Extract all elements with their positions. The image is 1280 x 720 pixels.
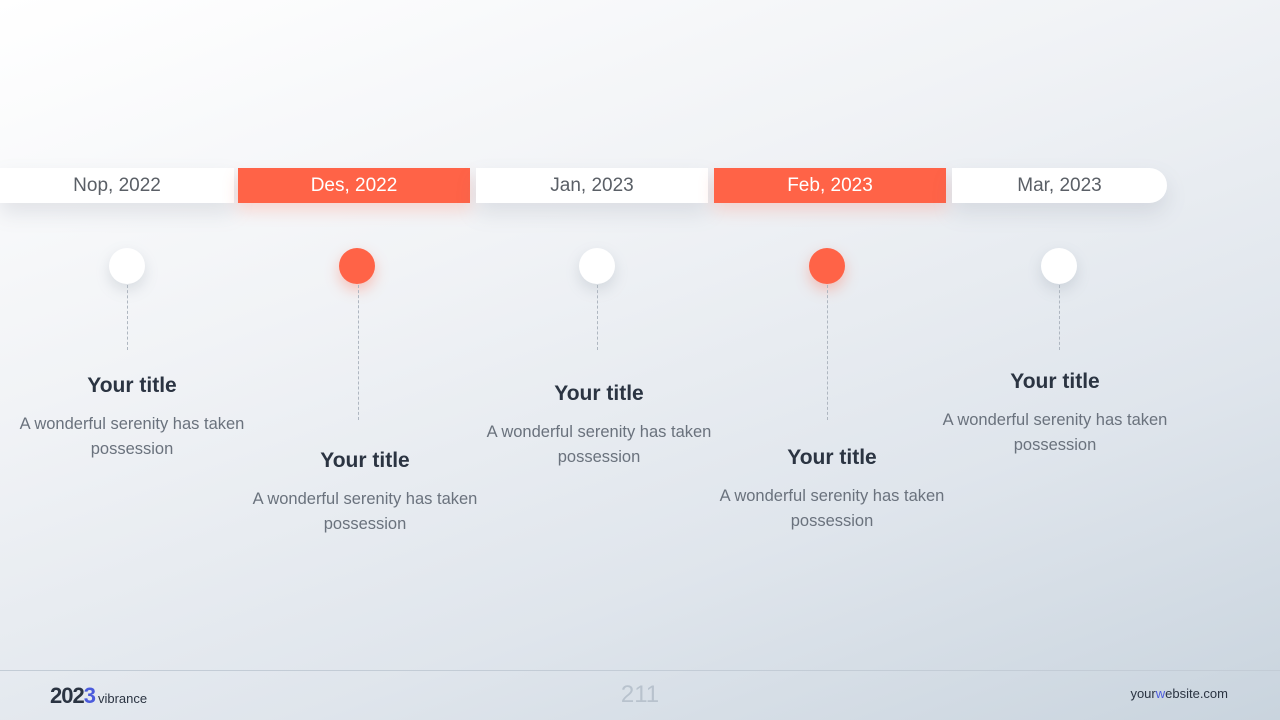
- milestone-title: Your title: [554, 382, 644, 405]
- milestone-title: Your title: [787, 446, 877, 469]
- milestone-node-3: [579, 248, 615, 284]
- brand-year-accent: 3: [83, 683, 96, 708]
- date-tab-5: Mar, 2023: [952, 168, 1167, 203]
- connector-line-4: [827, 285, 828, 420]
- milestone-item-5: Your title A wonderful serenity has take…: [935, 370, 1175, 458]
- milestone-title: Your title: [1010, 370, 1100, 393]
- milestone-item-4: Your title A wonderful serenity has take…: [712, 446, 952, 534]
- date-tab-1: Nop, 2022: [0, 168, 234, 203]
- website-prefix: your: [1130, 686, 1156, 701]
- milestone-description: A wonderful serenity has taken possessio…: [942, 411, 1168, 454]
- date-tab-2: Des, 2022: [238, 168, 470, 203]
- milestone-description: A wonderful serenity has taken possessio…: [252, 490, 478, 533]
- connector-line-2: [358, 285, 359, 420]
- connector-line-5: [1059, 285, 1060, 350]
- footer-divider: [0, 670, 1280, 671]
- brand-name: vibrance: [97, 691, 148, 706]
- milestone-node-1: [109, 248, 145, 284]
- page-number: 211: [620, 681, 660, 708]
- milestone-title: Your title: [320, 449, 410, 472]
- milestone-title: Your title: [87, 374, 177, 397]
- milestone-description: A wonderful serenity has taken possessio…: [486, 423, 712, 466]
- milestone-node-2: [339, 248, 375, 284]
- website-accent: w: [1155, 686, 1166, 701]
- date-tab-3: Jan, 2023: [476, 168, 708, 203]
- connector-line-1: [127, 285, 128, 350]
- milestone-description: A wonderful serenity has taken possessio…: [719, 487, 945, 530]
- timeline-date-bar: Nop, 2022 Des, 2022 Jan, 2023 Feb, 2023 …: [0, 168, 1280, 203]
- website-link[interactable]: yourwebsite.com: [1130, 686, 1228, 701]
- brand-year: 2023: [50, 683, 96, 708]
- milestone-node-5: [1041, 248, 1077, 284]
- brand-year-prefix: 202: [50, 683, 85, 708]
- milestone-item-1: Your title A wonderful serenity has take…: [12, 374, 252, 462]
- milestone-description: A wonderful serenity has taken possessio…: [19, 415, 245, 458]
- website-suffix: ebsite.com: [1165, 686, 1228, 701]
- date-tab-4: Feb, 2023: [714, 168, 946, 203]
- milestone-node-4: [809, 248, 845, 284]
- milestone-item-2: Your title A wonderful serenity has take…: [245, 449, 485, 537]
- milestone-item-3: Your title A wonderful serenity has take…: [479, 382, 719, 470]
- connector-line-3: [597, 285, 598, 350]
